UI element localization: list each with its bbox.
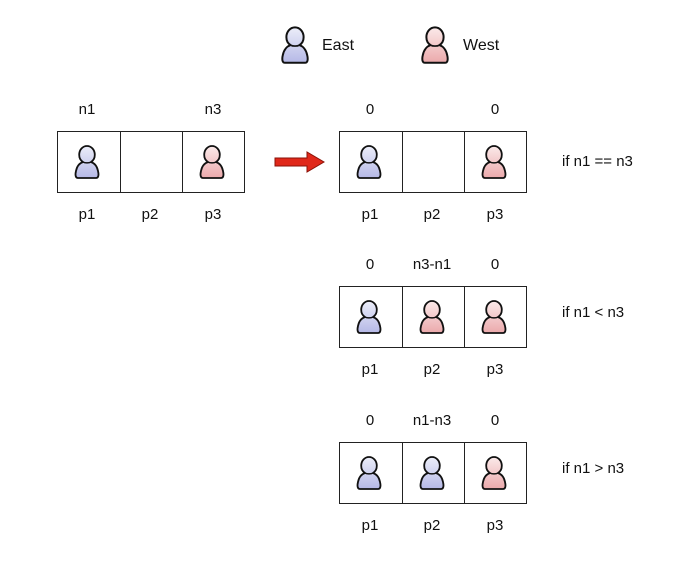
transition-arrow-icon (274, 151, 325, 173)
top-label: n3 (204, 101, 222, 118)
bottom-label: p2 (423, 206, 441, 223)
bottom-label: p3 (486, 517, 504, 534)
top-label: n1-n3 (412, 412, 452, 429)
person-west-icon (481, 142, 507, 180)
person-west-icon (420, 23, 450, 65)
bottom-label: p2 (141, 206, 159, 223)
positions-box (339, 286, 527, 348)
top-label: n1 (78, 101, 96, 118)
position-cell (464, 443, 527, 503)
condition-label: if n1 == n3 (562, 153, 633, 170)
position-cell (182, 132, 245, 192)
bottom-label: p2 (423, 517, 441, 534)
bottom-label: p1 (361, 517, 379, 534)
person-west-icon (419, 297, 445, 335)
person-east-icon (356, 297, 382, 335)
bottom-label: p2 (423, 361, 441, 378)
condition-label: if n1 < n3 (562, 304, 625, 321)
positions-box (57, 131, 245, 193)
bottom-label: p3 (204, 206, 222, 223)
position-cell (402, 132, 465, 192)
person-west-icon (199, 142, 225, 180)
top-label: 0 (365, 256, 375, 273)
positions-box (339, 442, 527, 504)
person-west-icon (481, 297, 507, 335)
bottom-label: p1 (361, 361, 379, 378)
legend-east-label: East (322, 37, 355, 54)
bottom-label: p1 (361, 206, 379, 223)
top-label: 0 (365, 412, 375, 429)
top-label: 0 (490, 256, 500, 273)
bottom-label: p3 (486, 206, 504, 223)
bottom-label: p1 (78, 206, 96, 223)
positions-box (339, 131, 527, 193)
person-east-icon (419, 453, 445, 491)
person-east-icon (356, 453, 382, 491)
top-label: 0 (365, 101, 375, 118)
position-cell (402, 287, 465, 347)
person-west-icon (481, 453, 507, 491)
bottom-label: p3 (486, 361, 504, 378)
top-label: 0 (490, 412, 500, 429)
person-east-icon (356, 142, 382, 180)
position-cell (464, 132, 527, 192)
position-cell (402, 443, 465, 503)
position-cell (464, 287, 527, 347)
condition-label: if n1 > n3 (562, 460, 625, 477)
person-east-icon (74, 142, 100, 180)
top-label: n3-n1 (412, 256, 452, 273)
legend-west-label: West (463, 37, 500, 54)
position-cell (120, 132, 183, 192)
person-east-icon (280, 23, 310, 65)
top-label: 0 (490, 101, 500, 118)
